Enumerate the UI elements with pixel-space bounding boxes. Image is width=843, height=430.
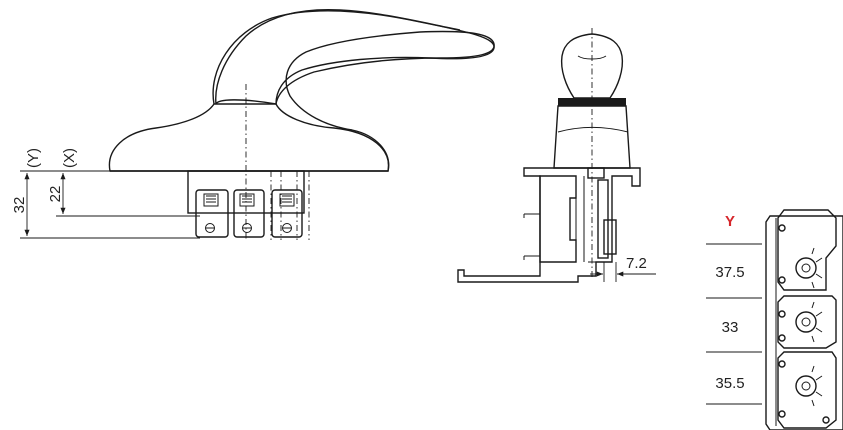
base-plate: [187, 170, 305, 214]
table-value-3: 35.5: [715, 375, 744, 392]
knob: [560, 33, 624, 99]
neck-ring: [558, 98, 626, 106]
table-value-1: 37.5: [715, 264, 744, 281]
fitting-1: [777, 209, 837, 291]
handle-side-view: 32 22 (Y) (X): [11, 9, 495, 240]
table-value-2: 33: [722, 319, 739, 336]
dim-value-32: 32: [11, 197, 28, 214]
lever-arm: [212, 10, 495, 105]
fitting-3: [777, 351, 837, 429]
profile-outline: [457, 167, 641, 283]
dim-label-y: (Y): [25, 148, 42, 168]
screw-block-2: [233, 189, 265, 238]
fitting-plates: [765, 209, 843, 430]
y-dimension-table: Y 37.5 33 35.5: [706, 213, 762, 405]
window-profile-section: 7.2: [457, 167, 656, 283]
dim-value-22: 22: [47, 186, 64, 203]
lever-outline: [110, 9, 495, 172]
screw-block-1: [195, 189, 229, 238]
table-header-y: Y: [725, 213, 735, 230]
rosette: [108, 103, 390, 172]
screw-block-3: [271, 189, 303, 238]
handle-front-view: [553, 28, 631, 280]
fitting-2: [777, 295, 837, 349]
dim-label-x: (X): [61, 148, 78, 168]
dim-value-7-2: 7.2: [626, 255, 647, 272]
